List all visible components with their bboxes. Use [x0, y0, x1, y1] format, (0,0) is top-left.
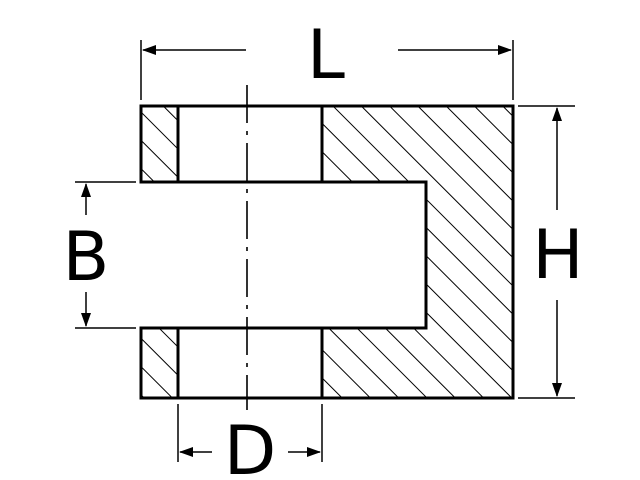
dimension-height: H — [518, 105, 584, 399]
dimension-hole-diameter: D — [177, 404, 323, 480]
length-label: L — [307, 16, 345, 95]
hole-diameter-label: D — [224, 412, 276, 480]
part-outline — [139, 104, 515, 400]
height-label: H — [532, 216, 583, 295]
hatch-right-body — [322, 106, 513, 398]
hole-edges — [176, 106, 324, 398]
hatch-bottom-left — [141, 328, 178, 398]
dimension-length: L — [140, 16, 514, 100]
hatched-sections — [141, 106, 513, 398]
dimension-slot-width: B — [63, 181, 136, 329]
slot-width-label: B — [63, 218, 110, 297]
hatch-top-left — [141, 106, 178, 182]
